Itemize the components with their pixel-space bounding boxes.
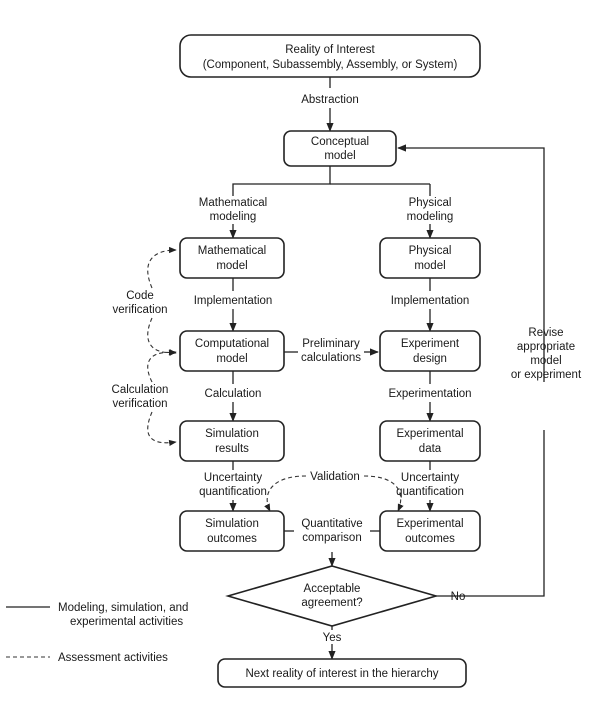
node-next-line1: Next reality of interest in the hierarch… xyxy=(245,668,438,680)
legend-solid-label-1: Modeling, simulation, and xyxy=(58,602,188,614)
node-exp-data-line1: Experimental xyxy=(396,428,463,440)
label-revise-3: model xyxy=(530,355,561,367)
label-uq-right-2: quantification xyxy=(396,486,464,498)
label-prelim-2: calculations xyxy=(301,352,361,364)
legend-dashed-label: Assessment activities xyxy=(58,652,168,664)
node-sim-results-line1: Simulation xyxy=(205,428,259,440)
node-exp-design-line1: Experiment xyxy=(401,338,460,350)
legend-solid-label-2: experimental activities xyxy=(70,616,183,628)
label-yes: Yes xyxy=(323,632,342,644)
edge-dash-code-verif-up xyxy=(147,246,177,289)
label-phys-modeling-1: Physical xyxy=(409,197,452,209)
label-phys-modeling-2: modeling xyxy=(407,211,454,223)
label-code-verif-2: verification xyxy=(113,304,168,316)
label-revise-1: Revise xyxy=(528,327,563,339)
node-exp-outcomes-line2: outcomes xyxy=(405,533,455,545)
node-phys-model: Physical model xyxy=(379,237,481,279)
node-sim-results: Simulation results xyxy=(179,420,285,462)
label-math-modeling-2: modeling xyxy=(210,211,257,223)
label-calculation: Calculation xyxy=(205,388,262,400)
label-revise-4: or experiment xyxy=(511,369,582,381)
label-uq-right-1: Uncertainty xyxy=(401,472,459,484)
edge-conceptual-split xyxy=(232,166,331,196)
node-math-model: Mathematical model xyxy=(179,237,285,279)
node-next: Next reality of interest in the hierarch… xyxy=(217,658,467,688)
node-sim-outcomes: Simulation outcomes xyxy=(179,510,285,552)
node-comp-model: Computational model xyxy=(179,330,285,372)
label-calc-verif-2: verification xyxy=(113,398,168,410)
label-experimentation: Experimentation xyxy=(388,388,471,400)
label-math-modeling-1: Mathematical xyxy=(199,197,267,209)
node-phys-model-line1: Physical xyxy=(409,245,452,257)
node-sim-outcomes-line1: Simulation xyxy=(205,518,259,530)
label-no: No xyxy=(451,591,466,603)
node-reality-line2: (Component, Subassembly, Assembly, or Sy… xyxy=(203,59,458,71)
label-validation: Validation xyxy=(310,471,360,483)
node-acceptable-diamond: Acceptable agreement? xyxy=(225,565,439,627)
edge-no-revise xyxy=(436,430,545,597)
node-math-model-line1: Mathematical xyxy=(198,245,266,257)
node-conceptual: Conceptual model xyxy=(283,130,397,167)
edge-dash-validation-right xyxy=(363,475,404,512)
node-conceptual-line1: Conceptual xyxy=(311,136,369,148)
node-exp-outcomes: Experimental outcomes xyxy=(379,510,481,552)
node-conceptual-line2: model xyxy=(324,150,355,162)
node-math-model-line2: model xyxy=(216,260,247,272)
node-exp-data: Experimental data xyxy=(379,420,481,462)
node-acceptable-line1: Acceptable xyxy=(304,583,361,595)
legend: Modeling, simulation, and experimental a… xyxy=(6,602,188,664)
node-exp-design: Experiment design xyxy=(379,330,481,372)
label-code-verif-1: Code xyxy=(126,290,154,302)
label-quant-comp-1: Quantitative xyxy=(301,518,362,530)
node-sim-results-line2: results xyxy=(215,443,249,455)
node-exp-design-line2: design xyxy=(413,353,447,365)
node-comp-model-line1: Computational xyxy=(195,338,269,350)
label-impl-left: Implementation xyxy=(194,295,273,307)
node-sim-outcomes-line2: outcomes xyxy=(207,533,257,545)
node-phys-model-line2: model xyxy=(414,260,445,272)
edge-dash-calc-verif-up xyxy=(147,348,177,383)
label-uq-left-2: quantification xyxy=(199,486,267,498)
node-reality: Reality of Interest (Component, Subassem… xyxy=(179,34,481,78)
label-prelim-1: Preliminary xyxy=(302,338,360,350)
node-acceptable-line2: agreement? xyxy=(301,597,362,609)
node-reality-line1: Reality of Interest xyxy=(285,44,375,56)
label-revise-2: appropriate xyxy=(517,341,575,353)
label-impl-right: Implementation xyxy=(391,295,470,307)
edge-dash-calc-verif-down xyxy=(147,411,177,447)
edge-dash-validation-left xyxy=(264,475,307,512)
node-comp-model-line2: model xyxy=(216,353,247,365)
edge-dash-code-verif-down xyxy=(147,317,177,357)
edge-revise-conceptual xyxy=(397,144,545,382)
label-calc-verif-1: Calculation xyxy=(112,384,169,396)
label-abstraction: Abstraction xyxy=(301,94,359,106)
label-quant-comp-2: comparison xyxy=(302,532,361,544)
node-exp-data-line2: data xyxy=(419,443,442,455)
node-exp-outcomes-line1: Experimental xyxy=(396,518,463,530)
label-uq-left-1: Uncertainty xyxy=(204,472,262,484)
